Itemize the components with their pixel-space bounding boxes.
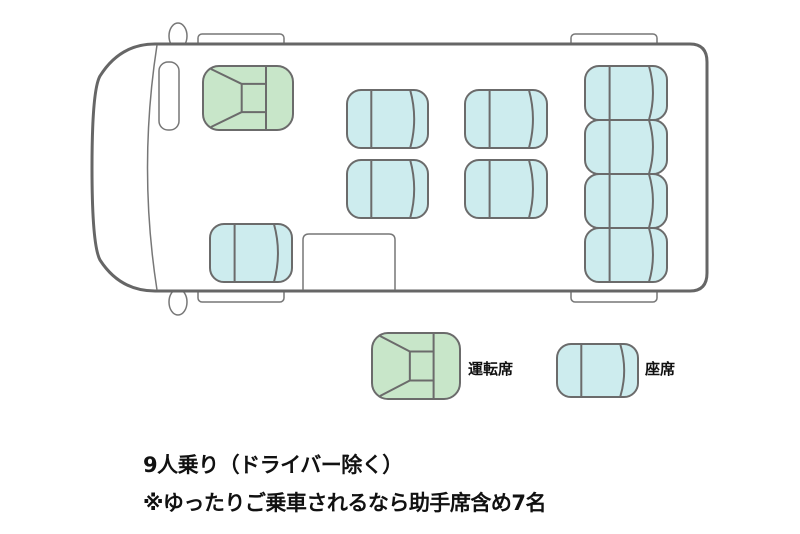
rear-bench-seat-4 — [584, 227, 668, 283]
dashboard-panel — [158, 61, 180, 131]
front-passenger-seat — [209, 223, 293, 283]
seat-row2-right — [346, 159, 429, 219]
mirror-bottom — [168, 288, 188, 316]
rear-bench-seat-2 — [584, 119, 668, 175]
seat-row2-left — [346, 89, 429, 149]
step-box — [302, 233, 396, 290]
driver-seat — [202, 65, 294, 131]
capacity-text: 9人乗り（ドライバー除く） — [143, 453, 403, 477]
windshield — [146, 44, 158, 291]
rear-bench-seat-3 — [584, 173, 668, 229]
seat-row3-right — [464, 159, 548, 219]
seat-row3-left — [464, 89, 548, 149]
legend-driver-seat-label: 運転席 — [468, 360, 514, 378]
rear-bench-seat-1 — [584, 65, 668, 121]
capacity-note: ※ゆったりご乗車されるなら助手席含め7名 — [143, 491, 547, 515]
legend-seat-label: 座席 — [645, 360, 676, 378]
legend-seat-icon — [556, 343, 639, 398]
legend-driver-seat-icon — [371, 332, 461, 400]
